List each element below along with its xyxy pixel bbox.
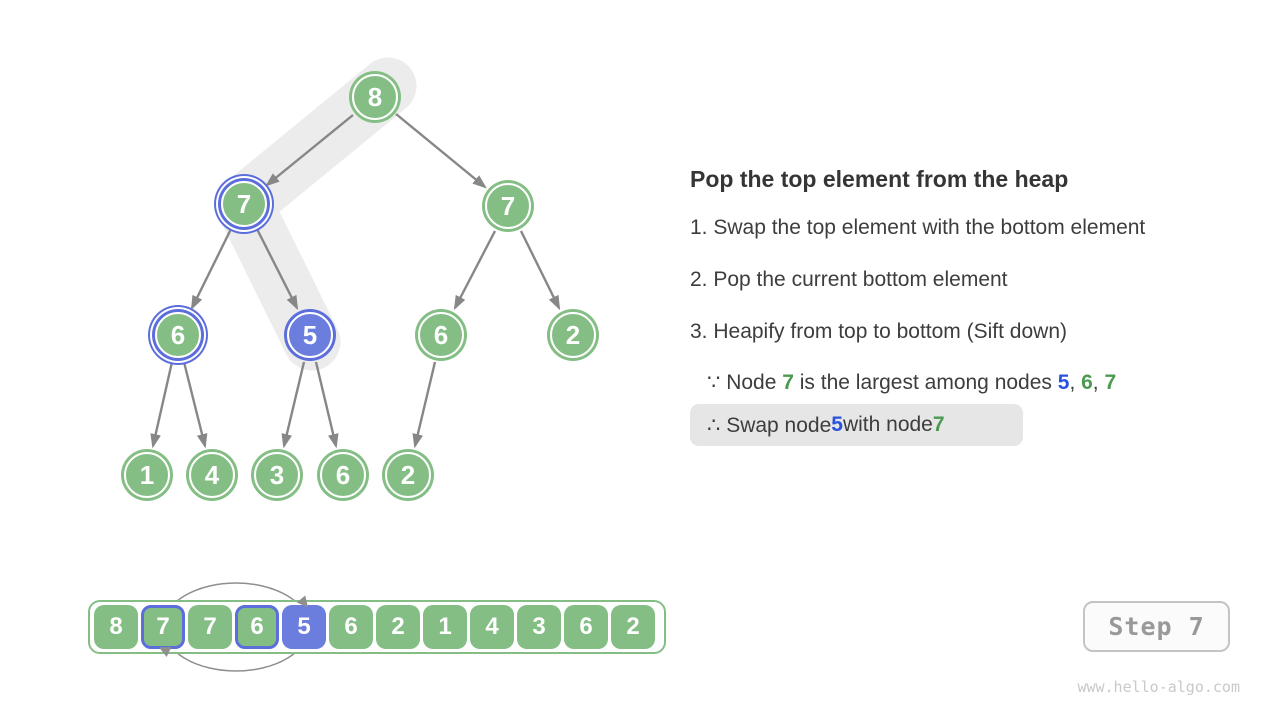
therefore-note: ∴ Swap node 5 with node 7 (690, 404, 1023, 446)
array-cell-7: 1 (423, 605, 467, 649)
therefore-text: with node (842, 413, 933, 436)
node-value: 3 (269, 459, 285, 490)
sift-path-highlight (215, 57, 417, 371)
page-title: Pop the top element from the heap (690, 166, 1069, 192)
node-value: 2 (565, 319, 581, 350)
node-ref-7: 7 (782, 371, 794, 394)
cell-value: 7 (156, 613, 170, 640)
heap-array: 8 7 7 6 5 6 2 1 4 3 6 2 (88, 600, 666, 654)
array-cell-3-outlined: 6 (235, 605, 279, 649)
step-line-1: 1. Swap the top element with the bottom … (690, 216, 1146, 239)
cell-value: 5 (297, 613, 311, 640)
node-value: 4 (204, 459, 220, 490)
separator: , (1092, 371, 1105, 394)
site-watermark: www.hello-algo.com (1077, 678, 1240, 696)
tree-node-2-leaf: 2 (385, 452, 431, 498)
node-ref-5: 5 (831, 413, 843, 436)
step-counter-button[interactable]: Step 7 (1083, 601, 1230, 652)
array-cell-5: 6 (329, 605, 373, 649)
node-ref-7: 7 (932, 413, 945, 436)
because-note: ∵ Node 7 is the largest among nodes 5, 6… (707, 370, 1116, 395)
tree-arrows (150, 113, 561, 449)
node-ref-6: 6 (1081, 371, 1093, 394)
node-value: 2 (400, 459, 416, 490)
tree-node-6-mid: 6 (418, 312, 464, 358)
node-value: 1 (139, 459, 155, 490)
tree-node-2-right: 2 (550, 312, 596, 358)
node-value: 6 (170, 319, 186, 350)
array-cell-11: 2 (611, 605, 655, 649)
cell-value: 3 (532, 613, 546, 640)
node-value: 7 (500, 190, 516, 221)
cell-value: 8 (109, 613, 123, 640)
tree-node-7-right: 7 (485, 183, 531, 229)
array-cell-10: 6 (564, 605, 608, 649)
tree-node-3-leaf: 3 (254, 452, 300, 498)
therefore-text: ∴ Swap node (707, 413, 832, 437)
tree-node-1-leaf: 1 (124, 452, 170, 498)
cell-value: 6 (344, 613, 358, 640)
node-value: 8 (367, 81, 383, 112)
separator: , (1069, 371, 1082, 394)
node-ref-7: 7 (1104, 371, 1117, 394)
array-cell-4-active: 5 (282, 605, 326, 649)
array-cell-9: 3 (517, 605, 561, 649)
array-cell-6: 2 (376, 605, 420, 649)
cell-value: 2 (626, 613, 640, 640)
node-value: 6 (335, 459, 351, 490)
array-cell-1-outlined: 7 (141, 605, 185, 649)
cell-value: 6 (250, 613, 264, 640)
tree-node-5-active: 5 (287, 312, 333, 358)
step-line-2: 2. Pop the current bottom element (690, 268, 1008, 291)
node-value: 6 (433, 319, 449, 350)
cell-value: 4 (485, 613, 499, 640)
tree-node-7-left-selected: 7 (221, 181, 267, 227)
because-text: ∵ Node (707, 371, 783, 394)
node-ref-5: 5 (1057, 371, 1070, 394)
array-cell-2: 7 (188, 605, 232, 649)
cell-value: 7 (203, 613, 217, 640)
node-value: 5 (302, 319, 318, 350)
cell-value: 2 (391, 613, 405, 640)
tree-node-6-leaf: 6 (320, 452, 366, 498)
tree-node-8-root: 8 (352, 74, 398, 120)
step-line-3: 3. Heapify from top to bottom (Sift down… (690, 320, 1067, 343)
tree-node-4-leaf: 4 (189, 452, 235, 498)
cell-value: 1 (438, 613, 452, 640)
tree-node-6-selected: 6 (155, 312, 201, 358)
array-cell-0: 8 (94, 605, 138, 649)
array-cell-8: 4 (470, 605, 514, 649)
cell-value: 6 (579, 613, 593, 640)
because-text: is the largest among nodes (793, 371, 1058, 394)
node-value: 7 (236, 188, 252, 219)
